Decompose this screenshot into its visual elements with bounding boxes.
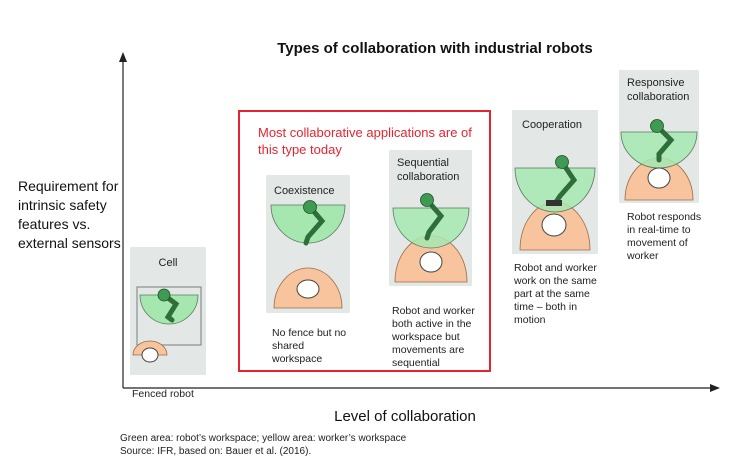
robot-base — [555, 155, 569, 169]
robot-workspace — [139, 294, 199, 325]
robot-arm — [654, 123, 675, 163]
robot-arm — [161, 292, 180, 323]
x-axis-label: Level of collaboration — [334, 408, 476, 425]
stage-description-responsive: Robot responds in real-time to movement … — [627, 211, 702, 262]
x-axis-arrow — [710, 384, 720, 392]
fence — [136, 286, 202, 346]
robot-base — [420, 193, 434, 207]
robot-base — [303, 200, 317, 214]
robot-workspace — [620, 131, 698, 169]
shared-part — [546, 200, 562, 206]
robot-arm — [424, 197, 445, 241]
stage-description-sequential: Robot and worker both active in the work… — [392, 305, 475, 369]
footnote: Green area: robot’s workspace; yellow ar… — [120, 432, 406, 458]
stage-panel-responsive: Responsive collaboration — [619, 70, 699, 203]
cooperation-illustration — [514, 155, 596, 251]
robot-base — [650, 119, 664, 133]
stage-label-cooperation: Cooperation — [522, 119, 582, 131]
y-axis-label: Requirement for intrinsic safety feature… — [18, 178, 121, 251]
worker-icon — [296, 279, 320, 299]
highlight-box — [238, 110, 491, 372]
stage-label-cell: Cell — [158, 257, 178, 269]
stage-description-cooperation: Robot and worker work on the same part a… — [514, 262, 597, 326]
page-title: Types of collaboration with industrial r… — [277, 40, 593, 57]
worker-icon — [419, 251, 443, 273]
stage-panel-cell: Cell — [130, 247, 206, 375]
worker-icon — [141, 347, 159, 363]
stage-panel-sequential: Sequential collaboration — [389, 150, 472, 286]
cell-illustration — [132, 286, 202, 363]
robot-base — [157, 288, 171, 302]
y-axis-arrow — [119, 52, 127, 62]
stage-label-sequential: Sequential collaboration — [397, 157, 460, 183]
footnote-source: Source: IFR, based on: Bauer et al. (201… — [120, 446, 312, 457]
robot-workspace — [270, 204, 346, 244]
sequential-illustration — [392, 193, 470, 283]
stage-label-coexistence: Coexistence — [274, 185, 335, 197]
worker-icon — [541, 213, 567, 237]
coexistence-illustration — [270, 200, 346, 309]
stage-description-cell: Fenced robot — [132, 388, 194, 400]
stage-label-responsive: Responsive collaboration — [627, 77, 690, 103]
stage-description-coexistence: No fence but no shared workspace — [272, 327, 347, 365]
robot-arm — [303, 204, 326, 246]
stage-panel-coexistence: Coexistence — [266, 175, 350, 313]
worker-icon — [647, 167, 671, 189]
robot-arm — [553, 159, 578, 205]
responsive-illustration — [620, 119, 698, 201]
highlight-note: Most collaborative applications are of t… — [258, 125, 472, 157]
footnote-legend: Green area: robot’s workspace; yellow ar… — [120, 433, 407, 444]
stage-panel-cooperation: Cooperation — [512, 110, 598, 254]
